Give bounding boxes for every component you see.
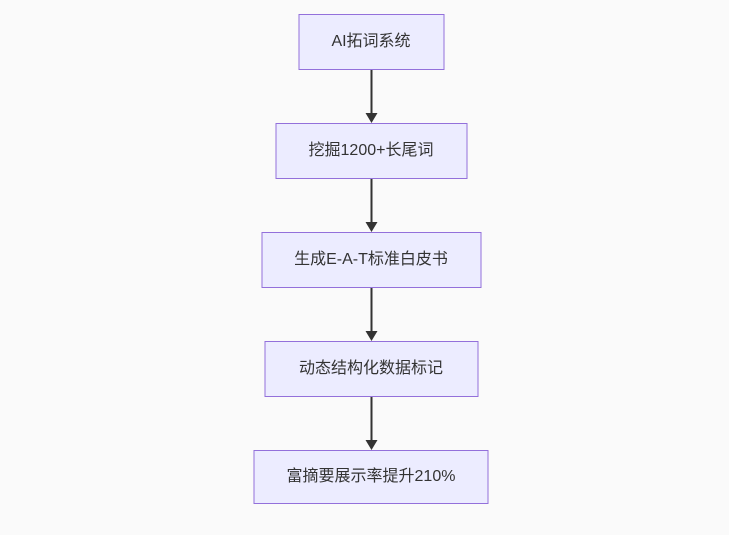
- flow-node-dynamic-structured-data-markup: 动态结构化数据标记: [264, 341, 478, 397]
- arrowhead-down-icon: [365, 113, 377, 123]
- flow-node-label: 动态结构化数据标记: [298, 360, 443, 377]
- arrowhead-down-icon: [365, 222, 377, 232]
- arrowhead-down-icon: [365, 440, 377, 450]
- flow-arrow: [365, 179, 377, 232]
- arrowhead-down-icon: [365, 331, 377, 341]
- flow-node-mine-longtail-keywords: 挖掘1200+长尾词: [275, 123, 467, 179]
- flow-node-generate-eat-whitepaper: 生成E-A-T标准白皮书: [261, 232, 481, 288]
- flow-node-label: 生成E-A-T标准白皮书: [294, 251, 448, 268]
- flow-arrow: [365, 397, 377, 450]
- flow-node-label: AI拓词系统: [331, 33, 411, 50]
- arrow-line: [370, 397, 372, 440]
- arrow-line: [370, 70, 372, 113]
- arrow-line: [370, 288, 372, 331]
- arrow-line: [370, 179, 372, 222]
- flow-arrow: [365, 70, 377, 123]
- flow-node-label: 挖掘1200+长尾词: [308, 142, 434, 159]
- flow-arrow: [365, 288, 377, 341]
- flowchart: AI拓词系统 挖掘1200+长尾词 生成E-A-T标准白皮书 动态结构化数据标记: [253, 14, 489, 504]
- flow-node-label: 富摘要展示率提升210%: [286, 468, 456, 485]
- flow-node-rich-snippet-rate-increase: 富摘要展示率提升210%: [253, 450, 489, 504]
- flow-node-ai-word-expansion-system: AI拓词系统: [298, 14, 444, 70]
